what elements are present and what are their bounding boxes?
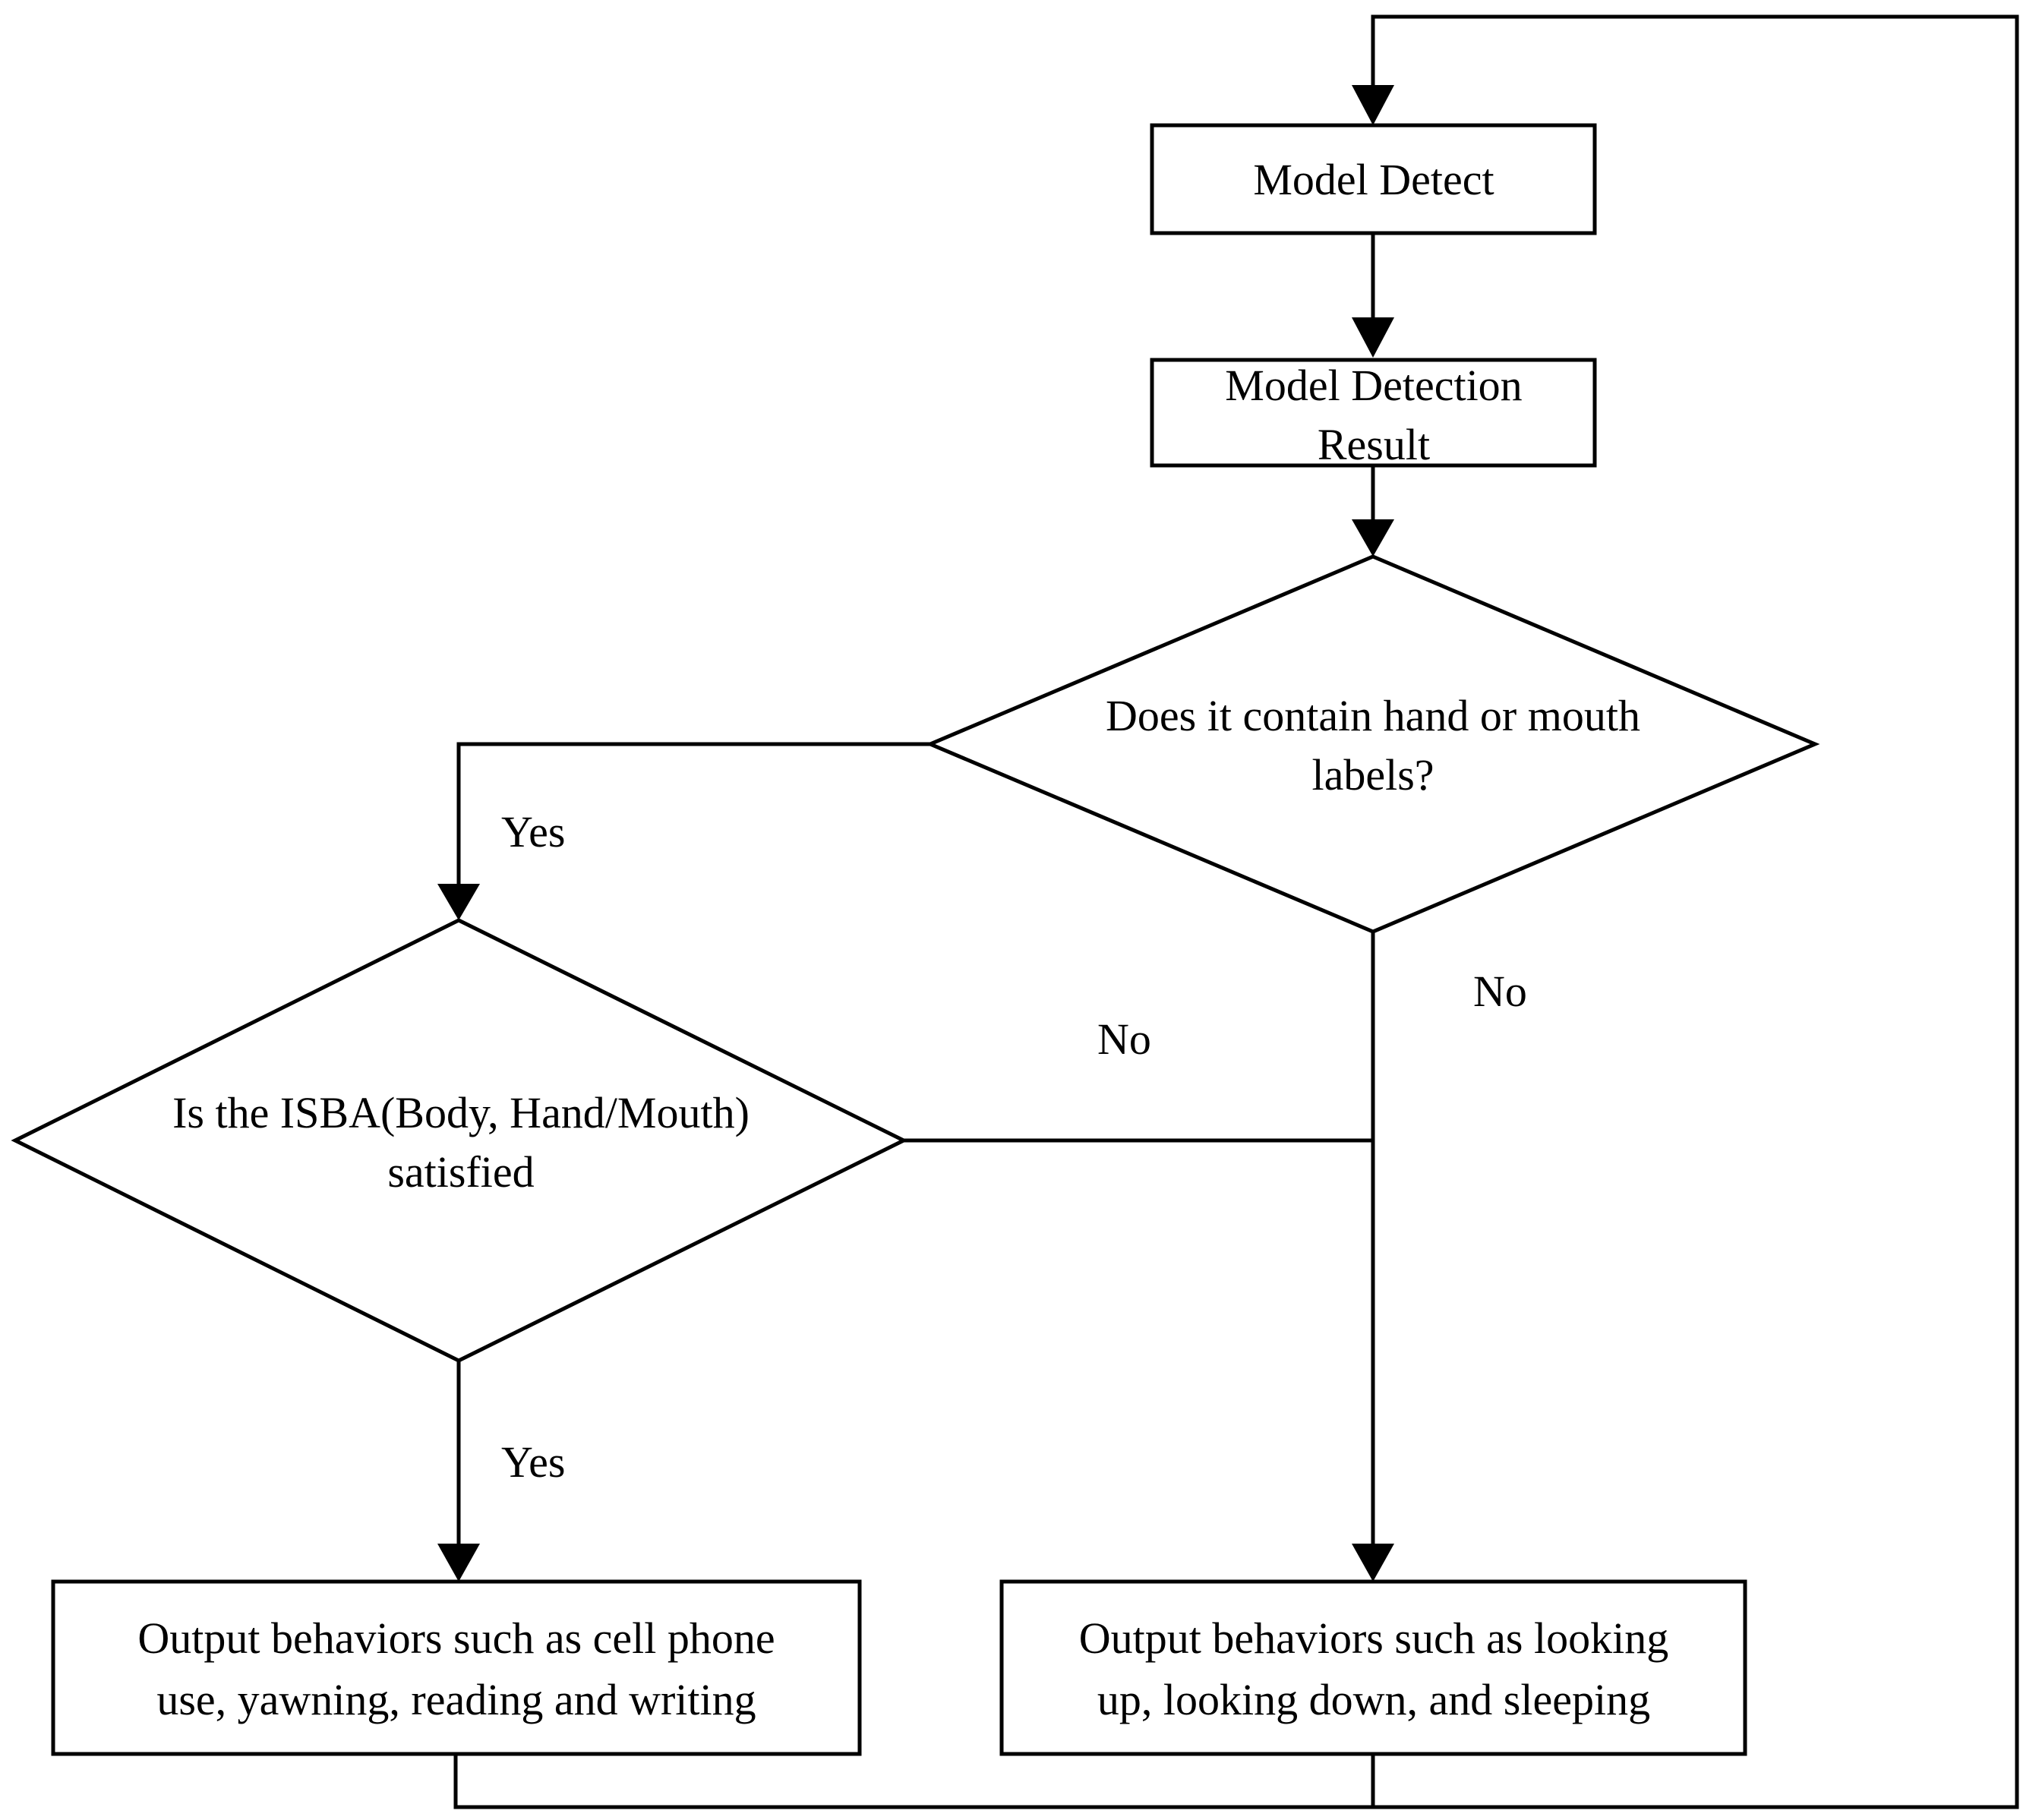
arrowhead-labels-yes [437,884,480,920]
decision-contains-labels-line-1: Does it contain hand or mouth [1106,691,1640,740]
decision-contains-labels-line-2: labels? [1311,750,1434,800]
node-output-looking-line-1: Output behaviors such as looking [1079,1613,1668,1663]
edge-label-isba-no: No [1097,1014,1151,1064]
node-output-phone: Output behaviors such as cell phone use,… [51,1579,862,1756]
arrowhead-isba-yes [437,1544,480,1582]
node-detection-result-line-1: Model Detection [1225,361,1522,410]
edge-loop-back [453,14,2019,1809]
edge-label-labels-yes: Yes [501,807,565,856]
node-output-looking: Output behaviors such as looking up, loo… [999,1579,1747,1756]
arrowhead-loop [1352,85,1394,125]
decision-isba-satisfied-line-1: Is the ISBA(Body, Hand/Mouth) [172,1088,750,1137]
decision-isba-satisfied: Is the ISBA(Body, Hand/Mouth) satisfied [11,918,908,1363]
edge-labels-yes [456,742,930,888]
arrowhead-labels-no [1352,1544,1394,1582]
node-output-phone-line-1: Output behaviors such as cell phone [137,1613,775,1663]
decision-isba-satisfied-line-2: satisfied [387,1147,534,1197]
node-detection-result: Model Detection Result [1150,358,1597,469]
node-detection-result-line-2: Result [1318,420,1430,469]
decision-contains-labels: Does it contain hand or mouth labels? [925,554,1820,934]
node-output-looking-line-2: up, looking down, and sleeping [1097,1675,1650,1724]
node-model-detect: Model Detect [1150,123,1597,235]
edge-label-isba-yes: Yes [501,1437,565,1487]
node-model-detect-text: Model Detect [1253,155,1494,204]
edge-label-labels-no: No [1473,967,1527,1016]
arrowhead-result-to-decision [1352,519,1394,557]
node-output-phone-line-2: use, yawning, reading and writing [156,1675,756,1724]
arrowhead-detect-to-result [1352,317,1394,358]
